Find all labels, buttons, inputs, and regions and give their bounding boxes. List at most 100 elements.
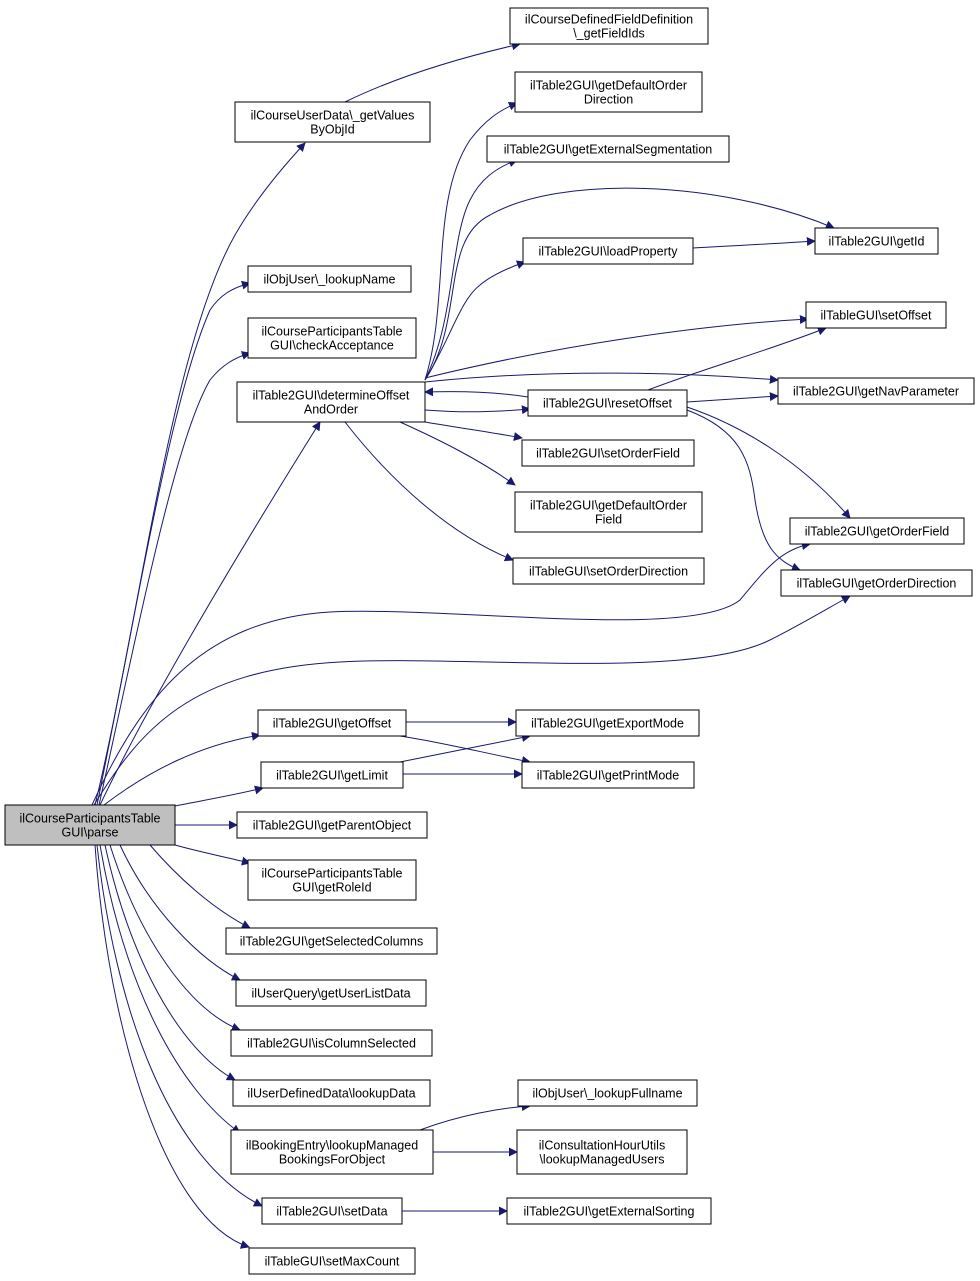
node-label: ilTable2GUI\determineOffset <box>253 389 410 403</box>
node-setOrderDirection[interactable]: ilTableGUI\setOrderDirection <box>512 557 705 585</box>
node-resetOffset[interactable]: ilTable2GUI\resetOffset <box>527 389 688 417</box>
node-lookupManagedUsers[interactable]: ilConsultationHourUtils\lookupManagedUse… <box>516 1129 688 1175</box>
node-getUserListData[interactable]: ilUserQuery\getUserListData <box>235 979 427 1007</box>
node-getExportMode[interactable]: ilTable2GUI\getExportMode <box>515 709 700 737</box>
edge-root-to-lookupData <box>104 844 236 1081</box>
node-lookupData[interactable]: ilUserDefinedData\lookupData <box>232 1079 431 1107</box>
node-label: ilTable2GUI\getParentObject <box>253 819 412 833</box>
edge-resetOffset-to-getOrderField <box>686 406 851 519</box>
edge-getLimit-to-getExportMode <box>399 733 531 763</box>
edge-root-to-setData <box>96 844 263 1207</box>
edge-root-to-getLimit <box>174 785 264 807</box>
node-getLimit[interactable]: ilTable2GUI\getLimit <box>260 761 404 789</box>
edges-layer <box>91 41 851 1249</box>
node-label: ilCourseUserData\_getValues <box>251 109 415 123</box>
node-label: GUI\getRoleId <box>292 881 371 895</box>
edge-getOffset-to-getPrintMode <box>399 735 531 765</box>
node-getOffset[interactable]: ilTable2GUI\getOffset <box>257 709 407 737</box>
node-checkAcceptance[interactable]: ilCourseParticipantsTableGUI\checkAccept… <box>247 317 417 359</box>
nodes-layer: ilCourseParticipantsTableGUI\parseilCour… <box>4 7 975 1275</box>
node-label: ilBookingEntry\lookupManaged <box>246 1139 418 1153</box>
node-box <box>512 557 705 585</box>
node-getPrintMode[interactable]: ilTable2GUI\getPrintMode <box>521 761 695 789</box>
node-label: ilTableGUI\getOrderDirection <box>797 577 957 591</box>
node-getSelectedColumns[interactable]: ilTable2GUI\getSelectedColumns <box>225 927 438 955</box>
node-box <box>780 569 973 597</box>
node-getParentObject[interactable]: ilTable2GUI\getParentObject <box>236 811 428 839</box>
node-label: ilTable2GUI\getId <box>829 235 925 249</box>
node-label: ilObjUser\_lookupName <box>263 273 395 287</box>
node-label: ilTable2GUI\getOffset <box>273 717 392 731</box>
edge-lookupManagedBookings-to-lookupFullname <box>419 1102 531 1131</box>
edge-root-to-getOrderDirection <box>93 595 851 806</box>
edge-determineOffset-to-setOffset <box>424 314 809 379</box>
node-label: ByObjId <box>310 123 355 137</box>
node-box <box>236 811 428 839</box>
node-getOrderDirection[interactable]: ilTableGUI\getOrderDirection <box>780 569 973 597</box>
node-loadProperty[interactable]: ilTable2GUI\loadProperty <box>522 237 694 265</box>
node-label: ilTable2GUI\getDefaultOrder <box>530 79 687 93</box>
node-lookupName[interactable]: ilObjUser\_lookupName <box>247 265 412 293</box>
edge-root-to-determineOffset <box>99 421 321 806</box>
node-label: ilTable2GUI\isColumnSelected <box>247 1037 416 1051</box>
edge-loadProperty-to-getId <box>692 237 816 249</box>
node-box <box>247 317 417 359</box>
node-lookupFullname[interactable]: ilObjUser\_lookupFullname <box>517 1079 698 1107</box>
node-box <box>247 265 412 293</box>
node-label: ilCourseParticipantsTable <box>19 812 160 826</box>
node-label: ilTable2GUI\loadProperty <box>539 245 679 259</box>
node-box <box>515 709 700 737</box>
node-lookupManagedBookings[interactable]: ilBookingEntry\lookupManagedBookingsForO… <box>230 1129 434 1175</box>
edge-root-to-getOffset <box>103 731 261 806</box>
node-label: ilTable2GUI\setData <box>276 1205 387 1219</box>
edge-determineOffset-to-getId <box>424 187 835 381</box>
node-label: ilUserQuery\getUserListData <box>251 987 410 1001</box>
node-label: ilTable2GUI\getExportMode <box>531 717 684 731</box>
edge-determineOffset-to-setOrderDirection <box>344 421 514 562</box>
node-label: ilUserDefinedData\lookupData <box>247 1087 415 1101</box>
node-getFieldIds[interactable]: ilCourseDefinedFieldDefinition\_getField… <box>509 7 709 45</box>
node-label: ilObjUser\_lookupFullname <box>532 1087 682 1101</box>
node-box <box>777 377 975 405</box>
node-box <box>514 71 703 113</box>
node-box <box>521 761 695 789</box>
node-setOrderField[interactable]: ilTable2GUI\setOrderField <box>521 439 695 467</box>
node-getOrderField[interactable]: ilTable2GUI\getOrderField <box>789 517 965 545</box>
edge-determineOffset-to-setOrderField <box>424 421 523 441</box>
node-label: AndOrder <box>304 403 358 417</box>
node-getExternalSegmentation[interactable]: ilTable2GUI\getExternalSegmentation <box>486 135 730 163</box>
node-label: ilTable2GUI\setOrderField <box>536 447 680 461</box>
node-box <box>506 1197 712 1225</box>
node-isColumnSelected[interactable]: ilTable2GUI\isColumnSelected <box>230 1029 433 1057</box>
node-label: ilTableGUI\setOrderDirection <box>529 565 688 579</box>
node-setOffset[interactable]: ilTableGUI\setOffset <box>805 301 947 329</box>
node-setMaxCount[interactable]: ilTableGUI\setMaxCount <box>248 1247 416 1275</box>
node-label: GUI\checkAcceptance <box>270 339 394 353</box>
node-box <box>486 135 730 163</box>
node-setData[interactable]: ilTable2GUI\setData <box>261 1197 403 1225</box>
node-box <box>814 227 939 255</box>
node-box <box>236 381 426 423</box>
edge-determineOffset-to-getDefaultOrderField <box>399 421 516 486</box>
node-box <box>257 709 407 737</box>
node-label: ilTable2GUI\getExternalSorting <box>524 1205 695 1219</box>
node-box <box>247 859 417 901</box>
node-box <box>232 1079 431 1107</box>
edge-determineOffset-to-getDefaultOrderDirection <box>424 101 518 381</box>
node-getNavParameter[interactable]: ilTable2GUI\getNavParameter <box>777 377 975 405</box>
node-getExternalSorting[interactable]: ilTable2GUI\getExternalSorting <box>506 1197 712 1225</box>
node-box <box>234 101 431 143</box>
node-box <box>230 1129 434 1175</box>
node-getId[interactable]: ilTable2GUI\getId <box>814 227 939 255</box>
node-box <box>521 439 695 467</box>
node-label: ilTable2GUI\resetOffset <box>543 397 673 411</box>
node-box <box>522 237 694 265</box>
edge-root-to-getSelectedColumns <box>149 844 251 929</box>
